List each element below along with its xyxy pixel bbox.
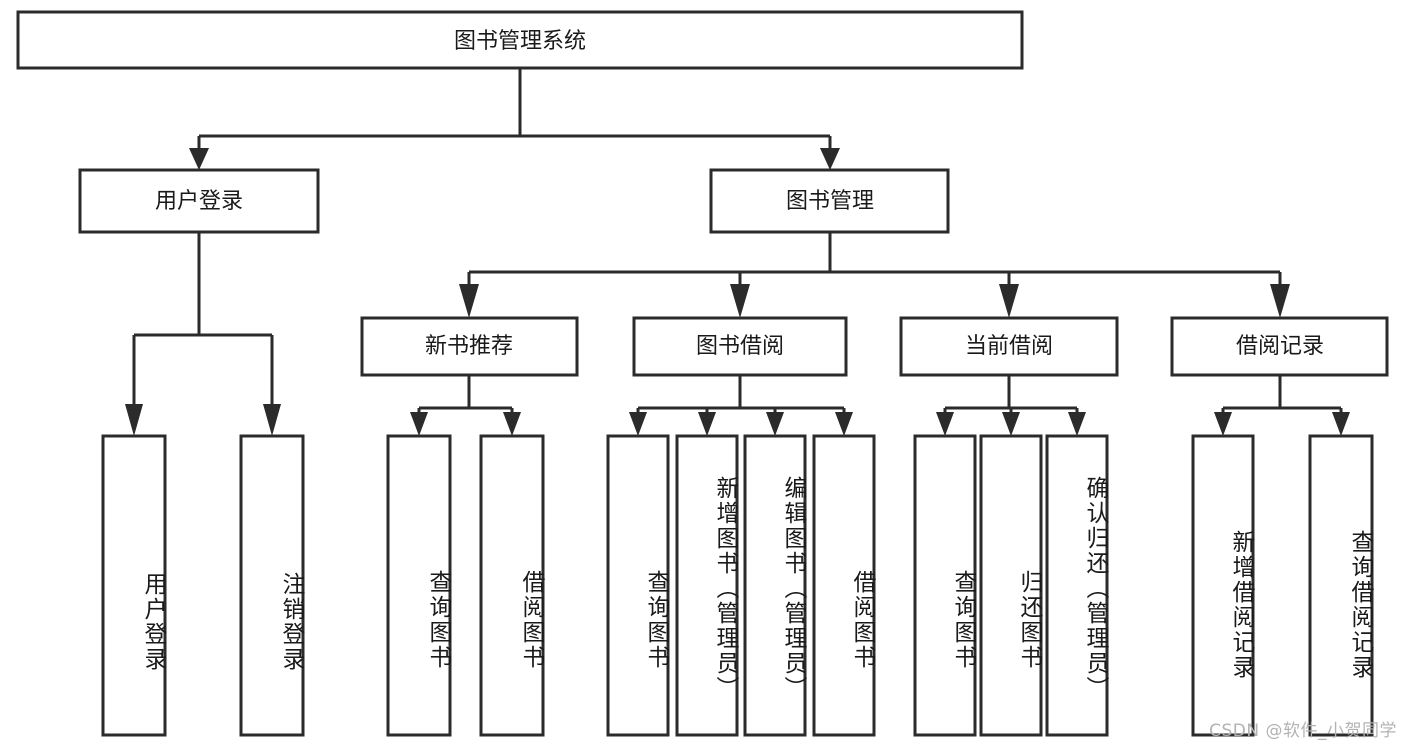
arrow-leaf-user-login bbox=[125, 404, 143, 436]
node-new-book-rec-label: 新书推荐 bbox=[425, 334, 513, 359]
node-root[interactable]: 图书管理系统 bbox=[16, 10, 1024, 70]
node-new-book-rec[interactable]: 新书推荐 bbox=[360, 316, 579, 377]
node-current-borrow-label: 当前借阅 bbox=[965, 334, 1053, 359]
arrow-leaf-return-book bbox=[1002, 412, 1020, 436]
leaf-query-book-2-box[interactable] bbox=[606, 434, 670, 737]
leaf-query-record-box[interactable] bbox=[1308, 434, 1374, 737]
arrow-leaf-borrow-book-2 bbox=[835, 412, 853, 436]
arrow-leaf-query-book-2 bbox=[629, 412, 647, 436]
arrow-current-borrow bbox=[999, 284, 1019, 318]
arrow-leaf-add-book bbox=[698, 412, 716, 436]
leaf-borrow-book-1-box[interactable] bbox=[479, 434, 545, 737]
leaf-add-record-box[interactable] bbox=[1191, 434, 1255, 737]
arrow-book-borrow bbox=[730, 284, 750, 318]
arrow-leaf-logout bbox=[263, 404, 281, 436]
leaf-borrow-book-2-box[interactable] bbox=[812, 434, 876, 737]
arrow-leaf-query-record bbox=[1332, 412, 1350, 436]
node-book-borrow-label: 图书借阅 bbox=[696, 334, 784, 359]
node-borrow-record-box[interactable] bbox=[1170, 316, 1389, 377]
node-root-label: 图书管理系统 bbox=[454, 29, 586, 54]
arrow-leaf-add-record bbox=[1214, 412, 1232, 436]
arrow-leaf-query-book-1 bbox=[410, 412, 428, 436]
node-book-borrow[interactable]: 图书借阅 bbox=[632, 316, 848, 377]
node-book-borrow-box[interactable] bbox=[632, 316, 848, 377]
node-user-login-label: 用户登录 bbox=[155, 189, 243, 214]
node-user-login-box[interactable] bbox=[78, 168, 320, 234]
arrow-leaf-confirm-return bbox=[1068, 412, 1086, 436]
arrow-book-manage bbox=[820, 148, 840, 170]
leaf-box-layer bbox=[101, 434, 1374, 737]
csdn-watermark: CSDN @软件_小贺同学 bbox=[1209, 721, 1397, 741]
leaf-query-book-3-box[interactable] bbox=[913, 434, 977, 737]
arrow-leaf-query-book-3 bbox=[936, 412, 954, 436]
node-current-borrow-box[interactable] bbox=[899, 316, 1119, 377]
leaf-logout-box[interactable] bbox=[239, 434, 305, 737]
node-user-login[interactable]: 用户登录 bbox=[78, 168, 320, 234]
connector-layer bbox=[125, 68, 1350, 436]
node-book-manage-box[interactable] bbox=[709, 168, 950, 234]
leaf-user-login-box[interactable] bbox=[101, 434, 167, 737]
arrow-new-book-rec bbox=[459, 284, 479, 318]
node-root-box[interactable] bbox=[16, 10, 1024, 70]
leaf-confirm-return-box[interactable] bbox=[1045, 434, 1109, 737]
leaf-return-book-box[interactable] bbox=[979, 434, 1043, 737]
arrow-leaf-edit-book bbox=[766, 412, 784, 436]
arrow-leaf-borrow-book-1 bbox=[503, 412, 521, 436]
node-book-manage[interactable]: 图书管理 bbox=[709, 168, 950, 234]
node-borrow-record-label: 借阅记录 bbox=[1236, 334, 1324, 359]
leaf-add-book-box[interactable] bbox=[675, 434, 739, 737]
leaf-edit-book-box[interactable] bbox=[743, 434, 807, 737]
node-current-borrow[interactable]: 当前借阅 bbox=[899, 316, 1119, 377]
leaf-query-book-1-box[interactable] bbox=[386, 434, 452, 737]
node-book-manage-label: 图书管理 bbox=[786, 189, 874, 214]
node-new-book-rec-box[interactable] bbox=[360, 316, 579, 377]
arrow-user-login bbox=[189, 148, 209, 170]
node-borrow-record[interactable]: 借阅记录 bbox=[1170, 316, 1389, 377]
arrow-borrow-record bbox=[1270, 284, 1290, 318]
